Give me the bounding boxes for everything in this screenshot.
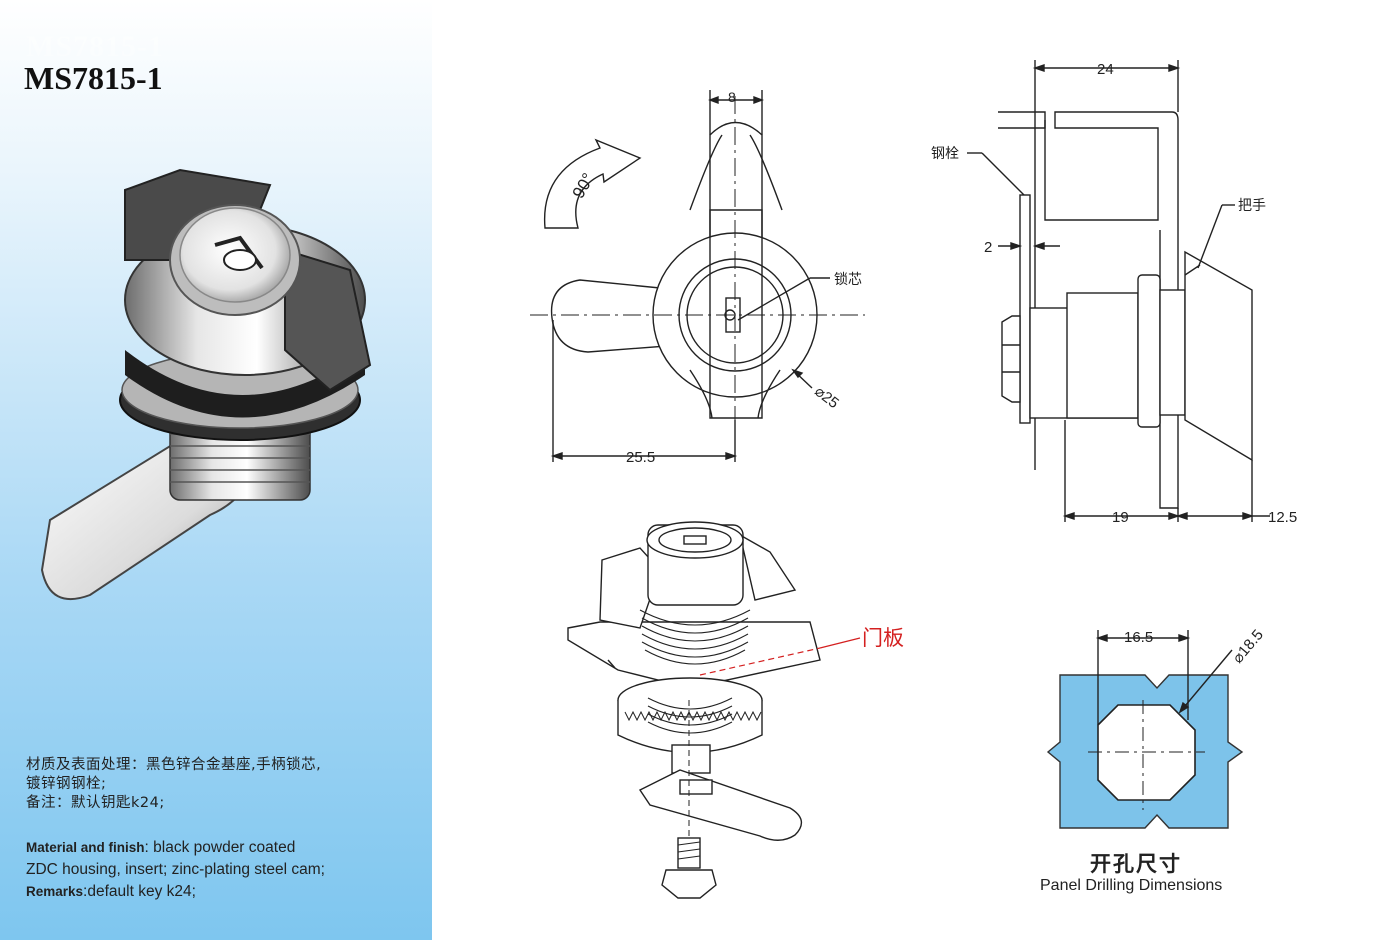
spec-cn-line2: 镀锌钢钢栓; (26, 776, 107, 792)
label-handle: 把手 (1238, 197, 1266, 213)
dim-front-8: 8 (728, 89, 736, 105)
cutout-caption-en: Panel Drilling Dimensions (1040, 877, 1223, 894)
label-lock-core: 锁芯 (834, 271, 862, 287)
technical-drawings: 90° 8 (530, 60, 1297, 899)
spec-chinese: 材质及表面处理：黑色锌合金基座,手柄锁芯, 镀锌钢钢栓; 备注：默认钥匙k24; (26, 756, 321, 813)
spec-cn-line1: 材质及表面处理：黑色锌合金基座,手柄锁芯, (26, 757, 322, 773)
dim-side-19: 19 (1112, 509, 1129, 526)
material-text1: : black powder coated (144, 839, 296, 856)
dim-side-12-5: 12.5 (1268, 509, 1297, 526)
dim-cutout-16-5: 16.5 (1124, 629, 1153, 646)
cutout-caption-cn: 开孔尺寸 (1090, 852, 1182, 876)
rotation-arrow-icon (543, 138, 642, 229)
remarks-label: Remarks (26, 884, 84, 899)
dim-front-25-5: 25.5 (626, 449, 655, 466)
product-photo (40, 168, 372, 600)
material-label: Material and finish (26, 840, 145, 855)
spec-english: Material and finish: black powder coated… (26, 837, 325, 903)
remarks-text: :default key k24; (83, 883, 196, 900)
dim-front-diameter: ⌀25 (811, 383, 842, 412)
label-steel-bolt: 钢栓 (931, 145, 959, 161)
material-text2: ZDC housing, insert; zinc-plating steel … (26, 861, 325, 878)
dim-side-2: 2 (984, 239, 992, 256)
product-panel: MS7815-1 MS7815-1 (0, 0, 432, 940)
model-title: MS7815-1 (24, 60, 163, 96)
side-view: 24 2 19 12.5 钢栓 把手 (931, 60, 1297, 526)
watermark-model: MS7815-1 (26, 30, 164, 63)
dim-cutout-diameter: ⌀18.5 (1229, 626, 1267, 666)
exploded-view: 门板 (567, 521, 904, 899)
dim-side-24: 24 (1097, 61, 1114, 78)
label-door-panel: 门板 (862, 626, 904, 650)
front-view: 90° 8 (530, 89, 865, 466)
spec-cn-line3: 备注：默认钥匙k24; (26, 795, 165, 811)
cutout-view: 16.5 ⌀18.5 (1046, 626, 1267, 829)
